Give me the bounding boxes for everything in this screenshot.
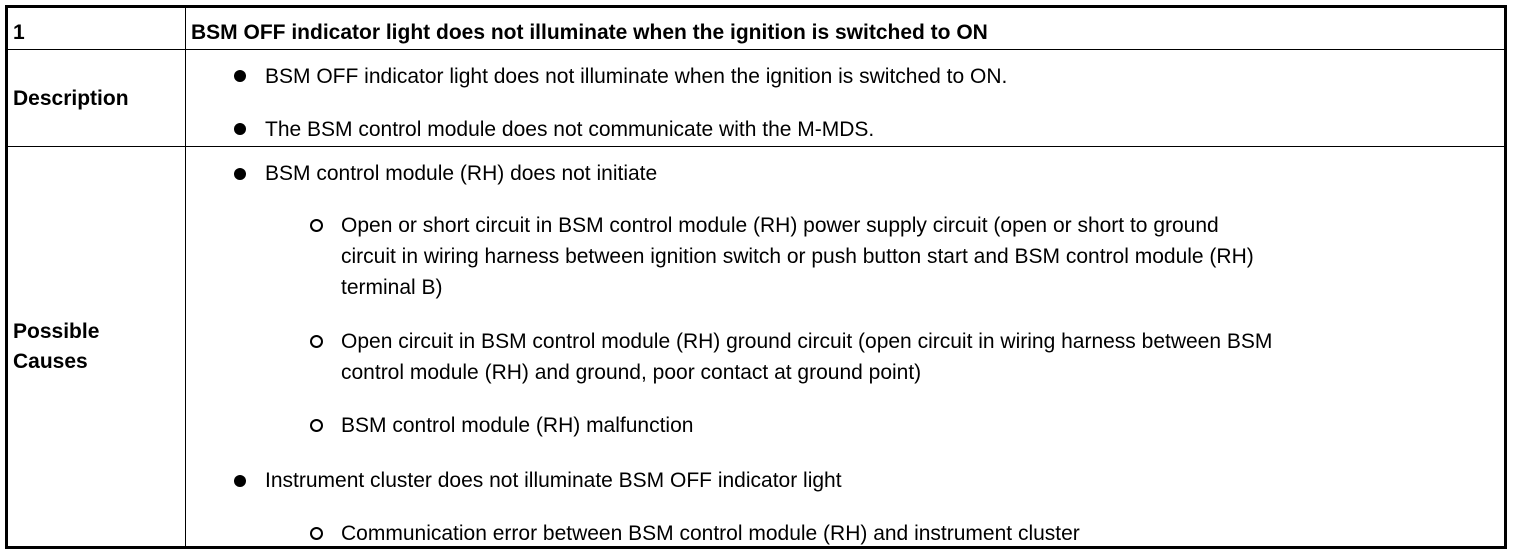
sub-list-item-line: Open or short circuit in BSM control mod… xyxy=(341,214,1219,237)
list-item: BSM control module (RH) does not initiat… xyxy=(265,162,658,185)
symptom-title: BSM OFF indicator light does not illumin… xyxy=(191,21,988,44)
bullet-circle-icon xyxy=(310,335,323,348)
possible-causes-label-line1: Possible xyxy=(13,319,100,343)
sub-list-item: Communication error between BSM control … xyxy=(341,522,1080,545)
sub-list-item-line: Open circuit in BSM control module (RH) … xyxy=(341,330,1273,353)
bullet-circle-icon xyxy=(310,419,323,432)
description-row: Description BSM OFF indicator light does… xyxy=(8,50,1504,147)
sub-list-item-line: control module (RH) and ground, poor con… xyxy=(341,361,922,384)
bullet-dot-icon xyxy=(234,70,246,82)
header-cell: BSM OFF indicator light does not illumin… xyxy=(186,8,1504,49)
description-label: Description xyxy=(8,50,186,146)
list-item: The BSM control module does not communic… xyxy=(265,118,875,141)
sub-list-item-line: terminal B) xyxy=(341,276,443,299)
bullet-dot-icon xyxy=(234,168,246,180)
row-number: 1 xyxy=(8,8,186,49)
diagnosis-table: 1 BSM OFF indicator light does not illum… xyxy=(5,5,1507,549)
sub-list-item: BSM control module (RH) malfunction xyxy=(341,414,694,437)
bullet-circle-icon xyxy=(310,527,323,540)
bullet-circle-icon xyxy=(310,219,323,232)
possible-causes-label: Possible Causes xyxy=(8,147,186,546)
possible-causes-row: Possible Causes BSM control module (RH) … xyxy=(8,147,1504,546)
list-item: Instrument cluster does not illuminate B… xyxy=(265,469,842,492)
description-cell: BSM OFF indicator light does not illumin… xyxy=(186,50,1504,146)
possible-causes-cell: BSM control module (RH) does not initiat… xyxy=(186,147,1504,546)
list-item: BSM OFF indicator light does not illumin… xyxy=(265,65,1008,88)
bullet-dot-icon xyxy=(234,475,246,487)
bullet-dot-icon xyxy=(234,123,246,135)
sub-list-item-line: circuit in wiring harness between igniti… xyxy=(341,245,1254,268)
possible-causes-label-line2: Causes xyxy=(13,349,88,373)
table-header-row: 1 BSM OFF indicator light does not illum… xyxy=(8,8,1504,50)
